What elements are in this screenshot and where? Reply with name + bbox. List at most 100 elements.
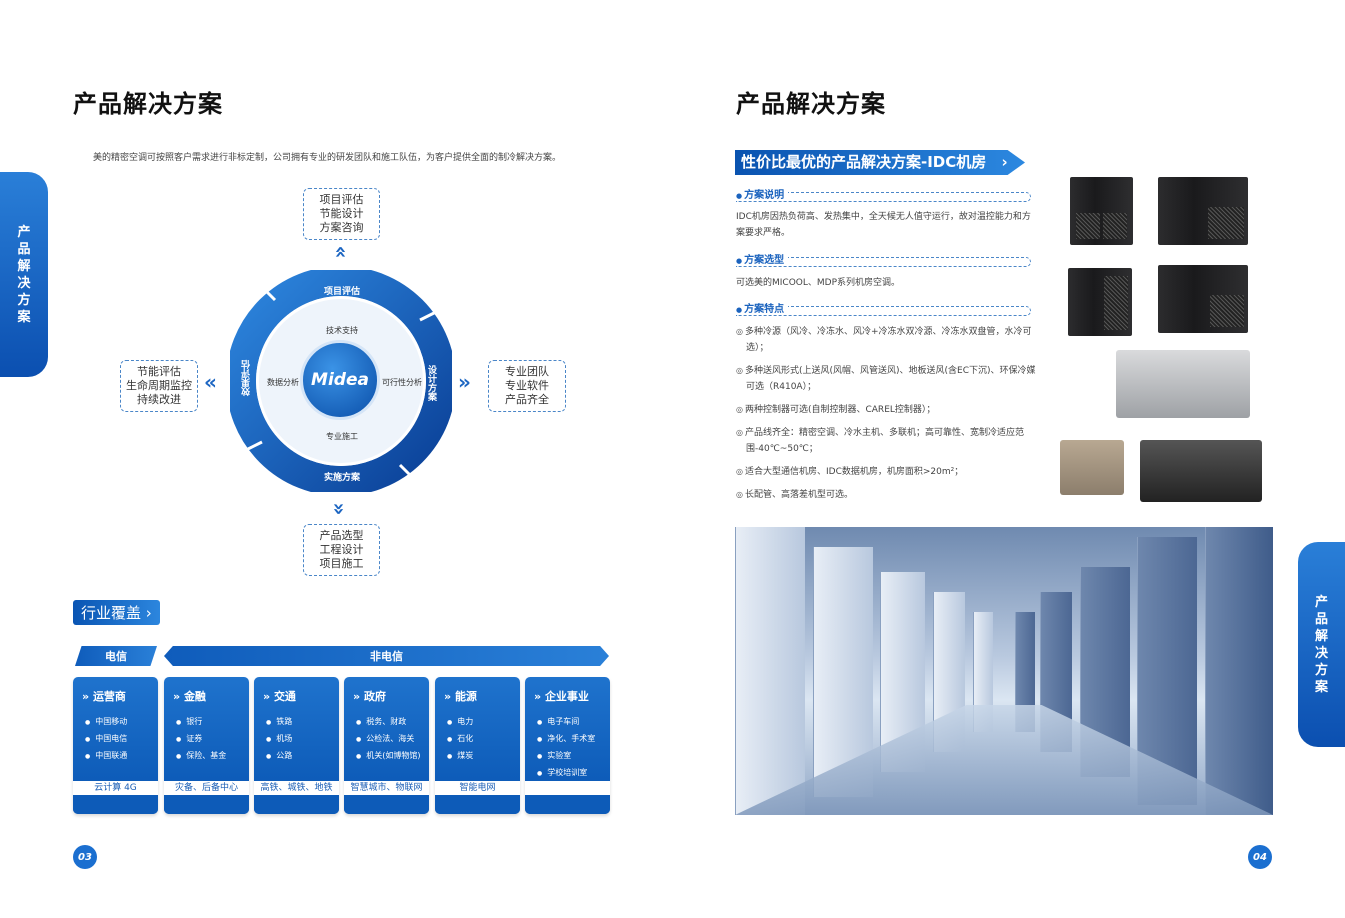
box-line: 项目评估 xyxy=(319,193,364,206)
box-top: 项目评估 节能设计 方案咨询 xyxy=(303,188,380,240)
list-item: 中国电信 xyxy=(85,731,127,748)
list-item: 电力 xyxy=(447,714,473,731)
list-item: 电子车间 xyxy=(537,714,595,731)
industry-tag: 行业覆盖 › xyxy=(73,600,160,625)
industry-card-title: » 能源 xyxy=(444,690,477,703)
list-item: 银行 xyxy=(176,714,226,731)
card-base xyxy=(73,799,158,814)
side-tab-right[interactable]: 产 品 解 决 方 案 xyxy=(1298,542,1345,747)
inner-label-bottom: 专业施工 xyxy=(326,432,358,441)
card-base xyxy=(254,799,339,814)
data-center-photo xyxy=(735,527,1273,815)
box-line: 专业软件 xyxy=(505,379,549,392)
product-image-chiller xyxy=(1060,440,1124,495)
list-item: 公路 xyxy=(266,748,292,765)
list-item: 证券 xyxy=(176,731,226,748)
page-title-right: 产品解决方案 xyxy=(736,90,886,118)
feature-list: 多种冷源（风冷、冷冻水、风冷+冷冻水双冷源、冷冻水双盘管，水冷可选）； 多种送风… xyxy=(736,324,1036,510)
list-item: 铁路 xyxy=(266,714,292,731)
box-line: 产品齐全 xyxy=(505,393,549,406)
intro-text: 美的精密空调可按照客户需求进行非标定制，公司拥有专业的研发团队和施工队伍，为客户… xyxy=(93,153,562,163)
industry-card-footer: 智慧城市、物联网 xyxy=(344,781,429,795)
chevron-down-icon: » xyxy=(327,502,352,516)
card-title-text: 企业事业 xyxy=(544,690,589,703)
list-item: 煤炭 xyxy=(447,748,473,765)
box-line: 持续改进 xyxy=(137,393,181,406)
section-head-label: 方案特点 xyxy=(736,304,789,315)
industry-card-footer: 灾备、后备中心 xyxy=(164,781,249,795)
box-line: 项目施工 xyxy=(319,557,364,570)
industry-card[interactable]: » 政府 税务、财政 公检法、海关 机关(如博物馆) 智慧城市、物联网 xyxy=(344,677,429,814)
midea-logo: Midea xyxy=(300,340,380,420)
page-number-right: 04 xyxy=(1248,845,1272,869)
chevron-right-icon: › xyxy=(1001,153,1008,171)
industry-card-list: 电子车间 净化、手术室 实验室 学校培训室 xyxy=(537,714,595,782)
box-line: 专业团队 xyxy=(505,365,549,378)
page-number-left: 03 xyxy=(73,845,97,869)
industry-card-list: 中国移动 中国电信 中国联通 xyxy=(85,714,127,765)
ring-label-bottom: 实施方案 xyxy=(324,473,361,483)
list-item: 保险、基金 xyxy=(176,748,226,765)
section-head-select: 方案选型 xyxy=(736,255,1031,267)
box-line: 节能评估 xyxy=(137,365,181,378)
industry-card-title: » 政府 xyxy=(353,690,386,703)
industry-card[interactable]: » 运营商 中国移动 中国电信 中国联通 云计算 4G xyxy=(73,677,158,814)
section-head-desc: 方案说明 xyxy=(736,190,1031,202)
chevron-right-icon: » xyxy=(458,370,471,394)
chevron-up-icon: » xyxy=(327,245,352,259)
list-item: 学校培训室 xyxy=(537,765,595,782)
list-item: 多种冷源（风冷、冷冻水、风冷+冷冻水双冷源、冷冻水双盘管，水冷可选）； xyxy=(736,324,1036,356)
industry-card[interactable]: » 金融 银行 证券 保险、基金 灾备、后备中心 xyxy=(164,677,249,814)
industry-card-list: 银行 证券 保险、基金 xyxy=(176,714,226,765)
product-image-chiller xyxy=(1140,440,1262,502)
side-tab-char: 产 xyxy=(17,224,31,240)
industry-card-title: » 运营商 xyxy=(82,690,126,703)
solution-banner: 性价比最优的产品解决方案-IDC机房 › xyxy=(735,150,1025,175)
box-left: 节能评估 生命周期监控 持续改进 xyxy=(120,360,198,412)
product-image-cabinet xyxy=(1158,177,1248,245)
list-item: 中国联通 xyxy=(85,748,127,765)
industry-card-footer: 高铁、城铁、地铁 xyxy=(254,781,339,795)
list-item: 税务、财政 xyxy=(356,714,421,731)
industry-card-title: » 交通 xyxy=(263,690,296,703)
industry-card-footer: 云计算 4G xyxy=(73,781,158,795)
inner-label-right: 可行性分析 xyxy=(382,378,422,387)
box-line: 节能设计 xyxy=(319,207,364,220)
box-line: 工程设计 xyxy=(319,543,364,556)
card-title-text: 政府 xyxy=(363,690,386,703)
box-bottom: 产品选型 工程设计 项目施工 xyxy=(303,524,380,576)
banner-text: 性价比最优的产品解决方案-IDC机房 xyxy=(741,153,987,171)
card-base xyxy=(164,799,249,814)
inner-label-left: 数据分析 xyxy=(267,378,299,387)
card-title-text: 交通 xyxy=(273,690,296,703)
select-text: 可选美的MICOOL、MDP系列机房空调。 xyxy=(736,278,901,288)
industry-card-list: 铁路 机场 公路 xyxy=(266,714,292,765)
industry-card-title: » 企业事业 xyxy=(534,690,589,703)
chevron-left-icon: « xyxy=(204,370,217,394)
chevron-right-icon: › xyxy=(145,604,152,622)
ring-label-left: 效果评估 xyxy=(242,360,252,396)
card-base xyxy=(525,799,610,814)
side-tab-char: 产 xyxy=(1314,594,1328,610)
section-head-label: 方案选型 xyxy=(736,255,789,266)
list-item: 机关(如博物馆) xyxy=(356,748,420,765)
band-non-telecom: 非电信 xyxy=(164,646,609,666)
side-tab-char: 决 xyxy=(17,275,31,291)
card-base xyxy=(435,799,520,814)
side-tab-char: 决 xyxy=(1314,645,1328,661)
side-tab-char: 案 xyxy=(1314,679,1328,695)
list-item: 石化 xyxy=(447,731,473,748)
side-tab-char: 解 xyxy=(17,258,31,274)
band-telecom: 电信 xyxy=(75,646,157,666)
list-item: 中国移动 xyxy=(85,714,127,731)
card-title-text: 能源 xyxy=(454,690,477,703)
list-item: 产品线齐全：精密空调、冷水主机、多联机；高可靠性、宽制冷适应范围-40℃~50℃… xyxy=(736,425,1036,457)
product-image-chiller xyxy=(1116,350,1250,418)
industry-card[interactable]: » 交通 铁路 机场 公路 高铁、城铁、地铁 xyxy=(254,677,339,814)
industry-card[interactable]: » 企业事业 电子车间 净化、手术室 实验室 学校培训室 xyxy=(525,677,610,814)
list-item: 机场 xyxy=(266,731,292,748)
page-title-left: 产品解决方案 xyxy=(73,90,223,118)
side-tab-left[interactable]: 产 品 解 决 方 案 xyxy=(0,172,48,377)
list-item: 实验室 xyxy=(537,748,595,765)
industry-card[interactable]: » 能源 电力 石化 煤炭 智能电网 xyxy=(435,677,520,814)
